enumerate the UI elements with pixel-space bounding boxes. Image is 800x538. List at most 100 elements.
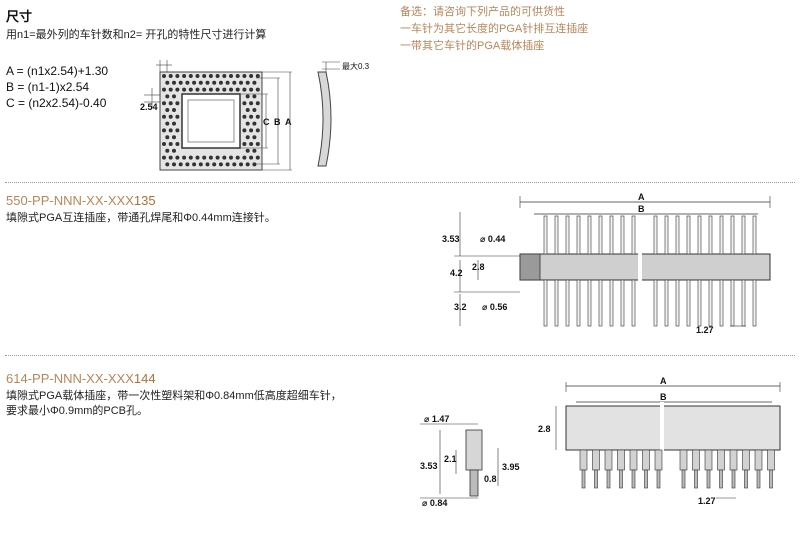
- grid-dot: [229, 74, 233, 78]
- dimensions-description: 用n1=最外列的车针数和n2= 开孔的特性尺寸进行计算: [6, 29, 267, 41]
- grid-dot: [172, 108, 176, 112]
- grid-dot: [252, 162, 257, 167]
- p1-upper-pin: [697, 215, 702, 255]
- p1-lower-pin: [730, 279, 735, 327]
- grid-dot: [249, 142, 254, 146]
- grid-dot: [205, 162, 210, 167]
- grid-dot: [232, 80, 237, 85]
- grid-dot: [215, 155, 220, 160]
- p2-pin-tail: [706, 469, 711, 489]
- grid-dot: [255, 101, 260, 106]
- grid-dot: [172, 80, 176, 85]
- grid-dot: [249, 74, 254, 78]
- p1-dim-056: ⌀ 0.56: [482, 302, 507, 312]
- p1-pins: [543, 215, 757, 327]
- grid-dot: [168, 101, 173, 106]
- p1-lower-pin: [587, 279, 592, 327]
- grid-dot: [212, 80, 217, 85]
- dim-b-label: B: [274, 117, 281, 127]
- grid-dot: [175, 74, 180, 78]
- grid-dot: [218, 162, 223, 167]
- p1-dim-32: 3.2: [454, 302, 467, 312]
- grid-dot: [195, 87, 200, 92]
- p1-lower-pin: [741, 279, 746, 327]
- grid-dot: [245, 80, 250, 85]
- grid-dot: [178, 80, 183, 85]
- p1-lower-pin: [752, 279, 757, 327]
- p1-lower-pin: [653, 279, 658, 327]
- grid-dot: [242, 155, 247, 160]
- grid-dot: [229, 155, 233, 160]
- p1-lower-pin: [664, 279, 669, 327]
- grid-dot: [242, 128, 247, 133]
- p2-dim-28: 2.8: [538, 424, 551, 434]
- side-profile: [317, 71, 332, 167]
- p1-lower-pin: [631, 279, 636, 327]
- p2-pin-head: [604, 449, 613, 471]
- p1-lower-pin: [620, 279, 625, 327]
- p2-dim-08: 0.8: [484, 474, 497, 484]
- p2-pin-head: [692, 449, 700, 471]
- grid-dot: [232, 162, 237, 167]
- p2-dim-21: 2.1: [444, 454, 457, 464]
- grid-dot: [252, 80, 257, 85]
- grid-dot: [255, 155, 260, 160]
- options-line-2: 一带其它车针的PGA载体插座: [400, 40, 545, 52]
- grid-dot: [162, 114, 166, 119]
- grid-dot: [195, 155, 200, 160]
- grid-dot: [249, 87, 254, 92]
- grid-dot: [235, 155, 240, 160]
- grid-dot: [168, 74, 173, 78]
- p1-upper-pin: [554, 215, 559, 255]
- p2-pin-tail: [744, 469, 748, 489]
- grid-dot: [255, 74, 260, 78]
- grid-dot: [185, 80, 190, 85]
- p2-pin-tail: [681, 469, 686, 489]
- product2-part-number: 614-PP-NNN-XX-XXX144: [6, 371, 156, 386]
- grid-dot: [182, 87, 187, 92]
- dim-a-label: A: [285, 117, 292, 127]
- pitch-label: 2.54: [140, 102, 158, 112]
- p1-upper-pin: [653, 215, 658, 255]
- p1-dim-a: A: [638, 192, 645, 202]
- p2-pin-tail: [731, 469, 736, 489]
- grid-dot: [172, 162, 176, 167]
- p1-upper-pin: [609, 215, 614, 255]
- grid-dot: [242, 142, 247, 146]
- p1-upper-pin: [686, 215, 691, 255]
- grid-dot: [165, 148, 170, 153]
- grid-dot: [168, 155, 173, 160]
- product2-drawing: A B 2.8 1.27: [538, 376, 781, 506]
- dim-c-label: C: [263, 117, 270, 127]
- p2-pin-head: [704, 449, 713, 471]
- p1-upper-pin: [598, 215, 603, 255]
- grid-dot: [172, 135, 176, 140]
- grid-dot: [245, 148, 250, 153]
- side-profile-drawing: 最大0.3: [317, 61, 370, 167]
- p1-upper-pin: [664, 215, 669, 255]
- p1-dim-42: 4.2: [450, 268, 463, 278]
- grid-dot: [212, 162, 217, 167]
- grid-dot: [245, 108, 250, 112]
- p1-lower-pin: [719, 279, 724, 327]
- grid-dot: [249, 155, 254, 160]
- grid-dot: [188, 87, 193, 92]
- p1-lower-pin: [708, 279, 713, 327]
- p1-upper-pin: [587, 215, 592, 255]
- grid-dot: [172, 121, 176, 126]
- grid-cavity: [181, 93, 241, 149]
- grid-dot: [252, 108, 257, 112]
- product2-part-suffix: 144: [133, 371, 156, 386]
- grid-dot: [175, 155, 180, 160]
- dimensions-title: 尺寸: [6, 9, 33, 24]
- grid-dot: [208, 74, 213, 78]
- grid-dot: [252, 148, 257, 153]
- grid-dot: [229, 87, 233, 92]
- grid-dot: [162, 101, 166, 106]
- grid-dot: [242, 114, 247, 119]
- grid-dot: [252, 121, 257, 126]
- p1-lower-pin: [675, 279, 680, 327]
- grid-dot: [162, 155, 166, 160]
- p2-pin-tail: [606, 469, 611, 489]
- grid-dot: [175, 114, 180, 119]
